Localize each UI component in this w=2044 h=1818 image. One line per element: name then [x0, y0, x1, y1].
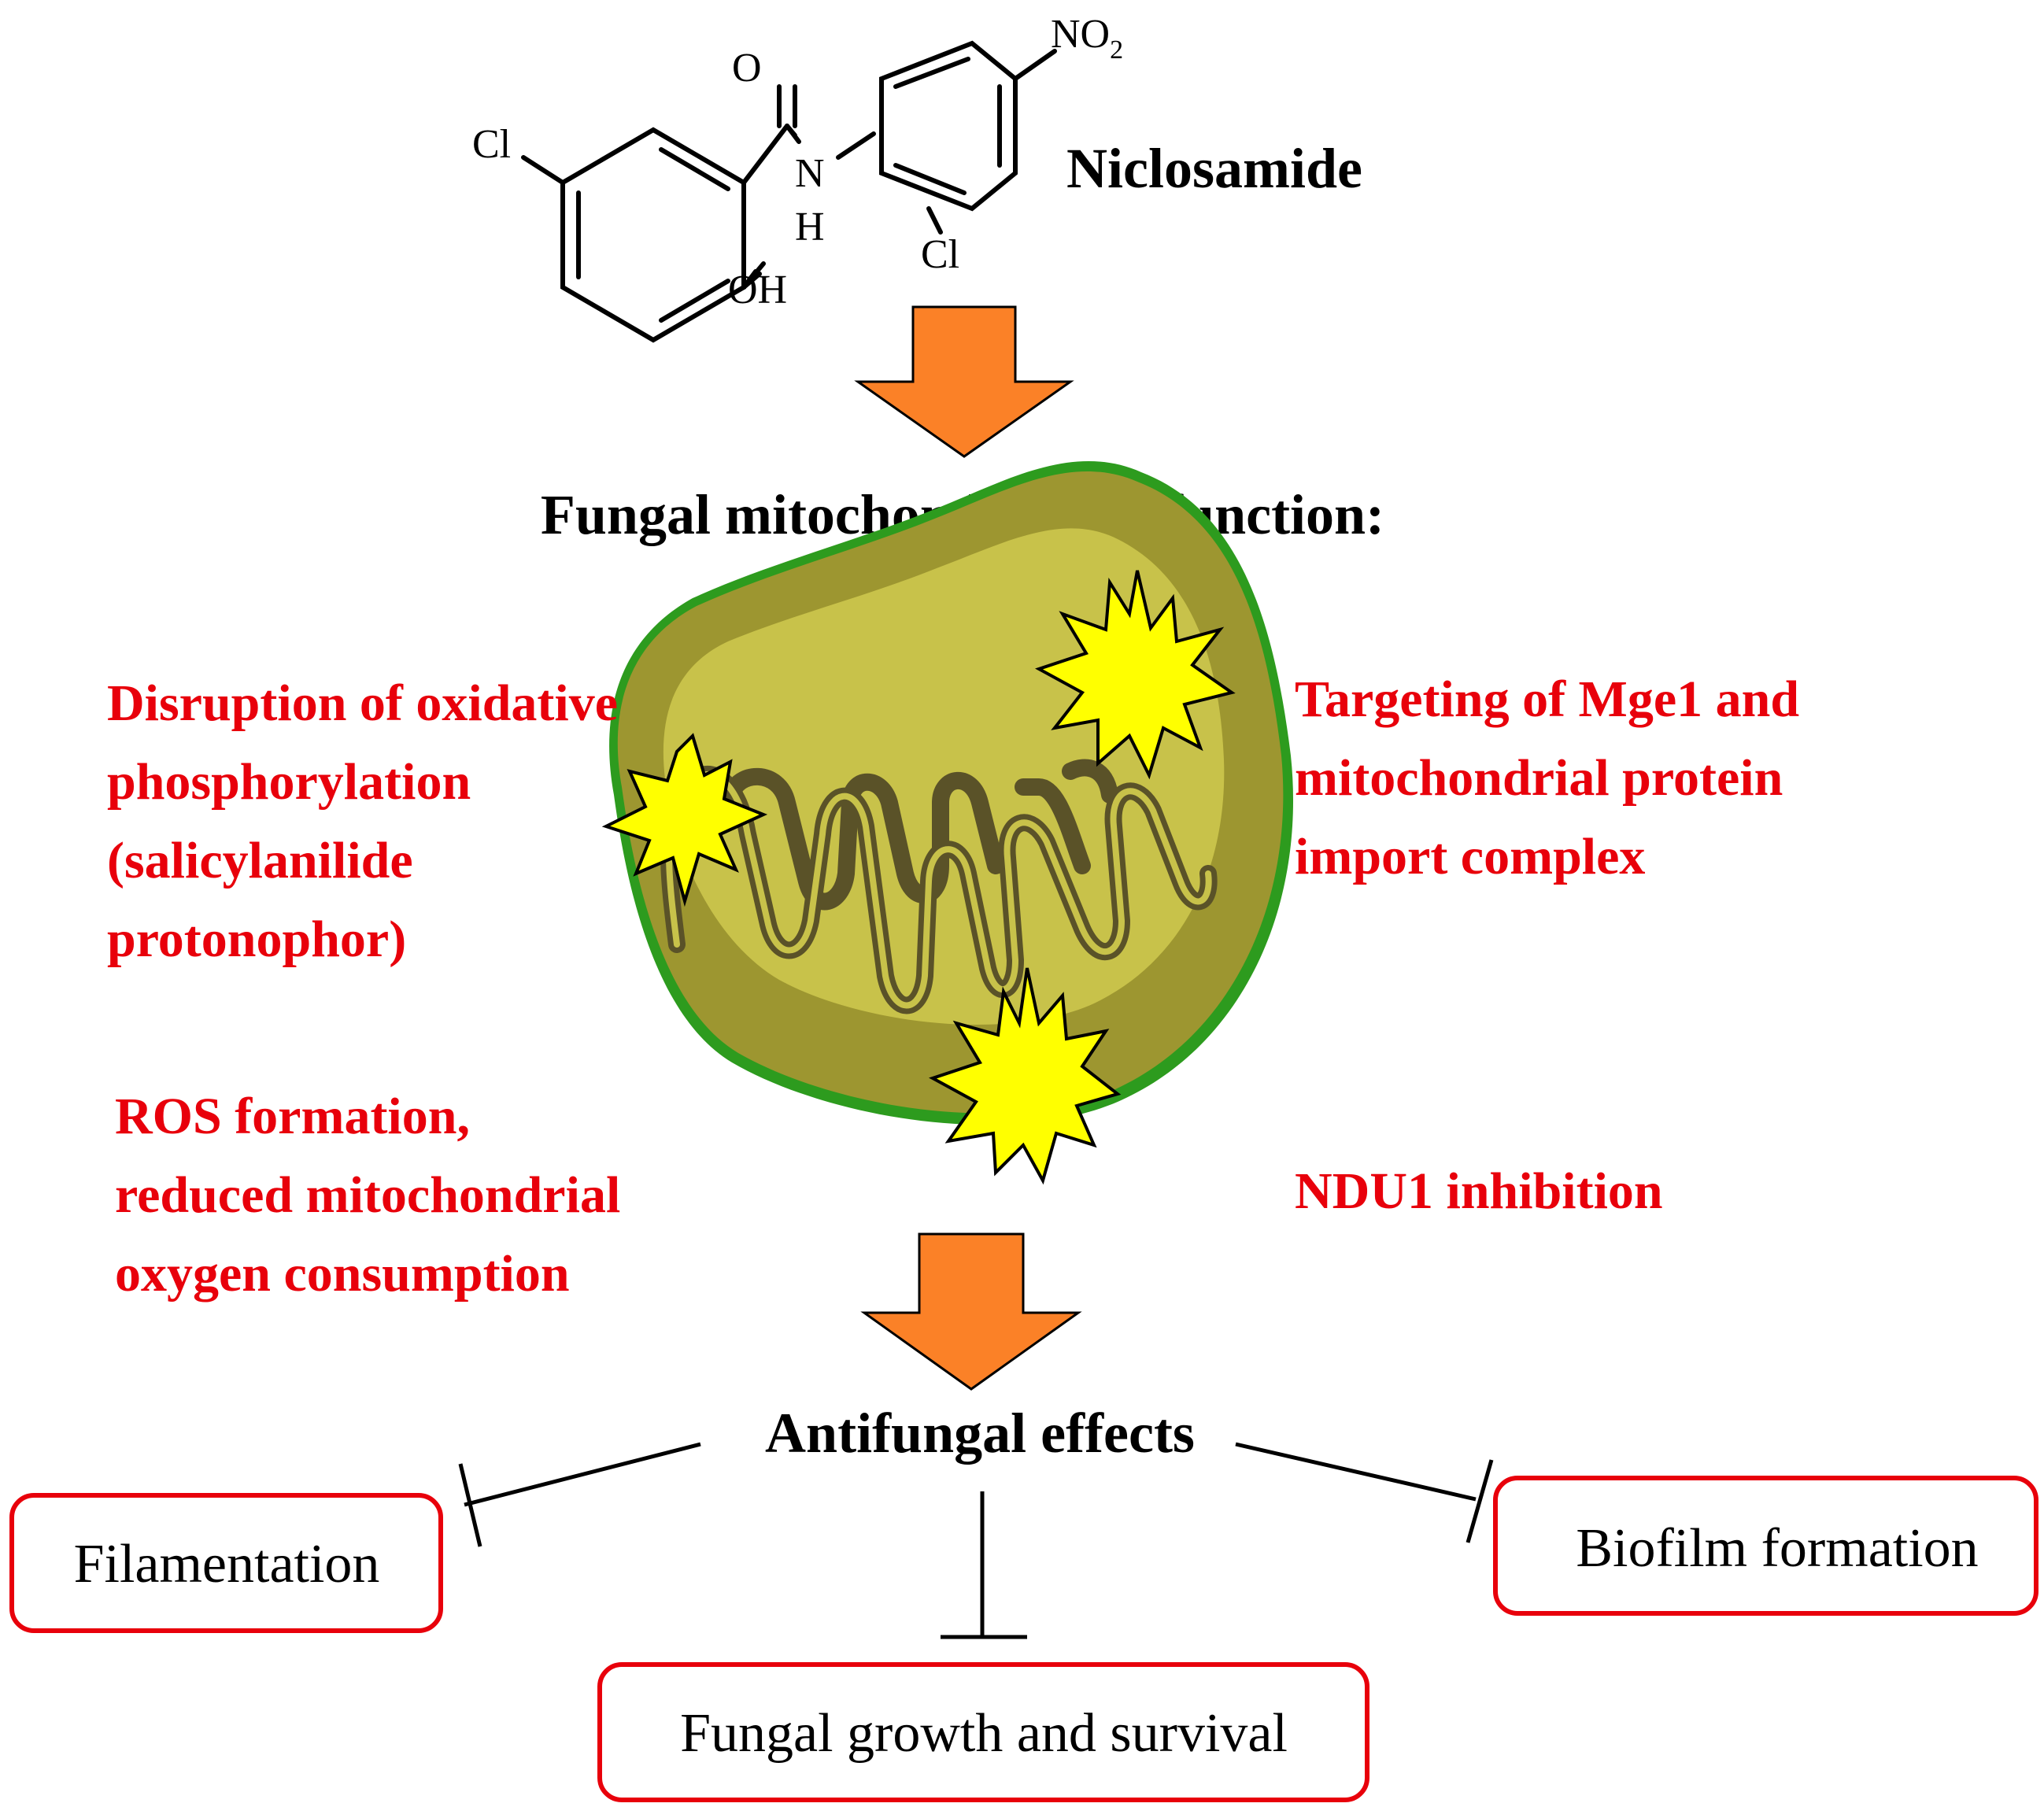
- outcome-box-biofilm: [1493, 1476, 2038, 1616]
- effect-ros-line-2: reduced mitochondrial: [115, 1166, 620, 1224]
- down-arrow-top: [854, 305, 1074, 458]
- effect-oxphos-line-3: (salicylanilide: [107, 832, 413, 889]
- effect-mge1-line-2: mitochondrial protein: [1295, 749, 1783, 807]
- left-ring-double-bond-3: [659, 279, 730, 323]
- atom-hydroxyl: OH: [728, 268, 787, 312]
- outcome-box-growth: [597, 1662, 1369, 1802]
- antifungal-effects-label: Antifungal effects: [765, 1402, 1195, 1465]
- inhibit-bar-filamentation: [458, 1463, 482, 1547]
- c-oh-bond: [741, 261, 766, 290]
- effect-ros-line-3: oxygen consumption: [115, 1245, 570, 1303]
- outcome-growth: Fungal growth and survival: [597, 1662, 1369, 1802]
- inhibit-line-biofilm: [1235, 1442, 1477, 1502]
- atom-hydrogen: H: [795, 205, 825, 249]
- mitochondrion-cristae-inner-highlight: [666, 771, 1212, 1009]
- effect-ros-line-1: ROS formation,: [115, 1088, 470, 1145]
- atom-nitrogen: N: [795, 151, 825, 196]
- starburst-icon-left: [601, 733, 768, 907]
- down-arrow-bottom: [860, 1232, 1082, 1391]
- atom-nitro: NO2: [1051, 12, 1123, 65]
- amide-bond: [785, 124, 801, 144]
- outcome-biofilm: Biofilm formation: [1493, 1476, 2038, 1616]
- starburst-icon-top: [1035, 570, 1236, 780]
- molecule-atom-labels: Cl O N H OH Cl NO2: [472, 12, 1123, 312]
- outcome-filamentation: Filamentation: [9, 1493, 443, 1633]
- atom-cl-left: Cl: [472, 122, 511, 167]
- outcome-text-filamentation: Filamentation: [74, 1534, 380, 1594]
- cl-left-bond: [521, 155, 565, 185]
- cl-bottom-bond: [926, 206, 943, 235]
- effect-mge1: Targeting of Mge1 and mitochondrial prot…: [1295, 671, 1799, 885]
- left-benzene-ring: [560, 127, 746, 343]
- n-to-ring-bond: [836, 131, 876, 160]
- outcome-text-biofilm: Biofilm formation: [1576, 1518, 1978, 1579]
- niclosamide-structure: [521, 40, 1057, 343]
- atom-cl-bottom: Cl: [921, 232, 959, 277]
- effect-ndu1-line-1: NDU1 inhibition: [1295, 1162, 1663, 1220]
- effect-oxphos-line-2: phosphorylation: [107, 753, 471, 811]
- outcome-box-filamentation: [9, 1493, 443, 1633]
- effect-mge1-line-1: Targeting of Mge1 and: [1295, 671, 1799, 728]
- effect-oxphos-line-4: protonophor): [107, 911, 406, 968]
- right-benzene-ring: [879, 40, 1018, 212]
- inhibition-connectors: [458, 1442, 1494, 1639]
- left-ring-double-bond-1: [659, 147, 730, 191]
- atom-oxygen: O: [732, 46, 762, 91]
- nitro-subscript: 2: [1110, 35, 1123, 65]
- effect-ndu1: NDU1 inhibition: [1295, 1162, 1663, 1220]
- right-ring-double-bond-1: [893, 57, 970, 89]
- ring-to-carbonyl-bond: [741, 124, 789, 185]
- inhibit-line-filamentation: [464, 1442, 701, 1507]
- effect-mge1-line-3: import complex: [1295, 828, 1645, 885]
- starburst-icon-bottom: [929, 967, 1122, 1185]
- nitro-bond: [1013, 49, 1057, 81]
- effect-oxphos: Disruption of oxidative phosphorylation …: [107, 674, 618, 968]
- mitochondrion-cristae-upper: [723, 759, 1118, 911]
- right-ring-double-bond-3: [893, 163, 967, 195]
- inhibit-bar-biofilm: [1466, 1459, 1494, 1543]
- effect-ros: ROS formation, reduced mitochondrial oxy…: [115, 1088, 620, 1303]
- effect-oxphos-line-1: Disruption of oxidative: [107, 674, 618, 732]
- nitro-main: NO: [1051, 12, 1110, 57]
- outcome-text-growth: Fungal growth and survival: [680, 1703, 1288, 1764]
- molecule-name: Niclosamide: [1066, 137, 1362, 200]
